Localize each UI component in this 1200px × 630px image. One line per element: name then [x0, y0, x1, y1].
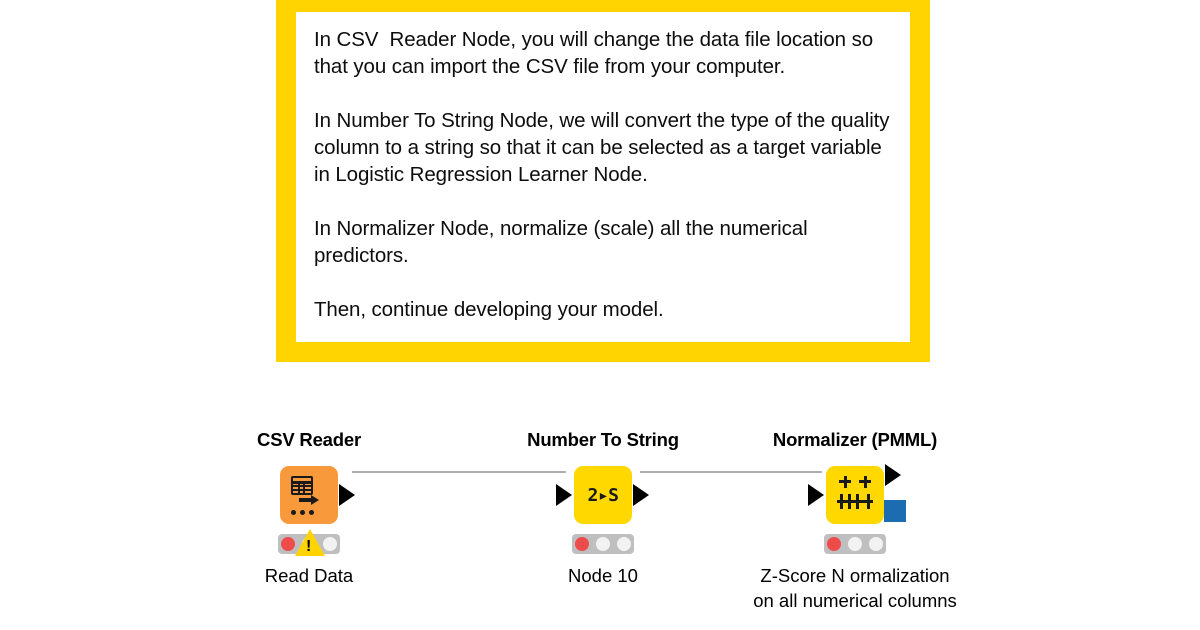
node-caption-csv-reader: Read Data — [264, 565, 354, 586]
input-port-data-normalizer[interactable] — [808, 484, 824, 506]
status-bar-normalizer — [824, 534, 886, 554]
normalizer-scale-icon — [826, 466, 884, 524]
status-light-green — [616, 537, 631, 551]
node-body-csv-reader — [194, 466, 424, 524]
instruction-text-panel: In CSV Reader Node, you will change the … — [296, 12, 910, 342]
input-port-data-number-to-string[interactable] — [556, 484, 572, 506]
output-port-data-number-to-string[interactable] — [633, 484, 649, 506]
workflow-canvas: CSV Reader ! Read Data Number To String — [0, 420, 1200, 630]
instruction-paragraph-1: In CSV Reader Node, you will change the … — [314, 28, 879, 78]
node-body-number-to-string: 2▸S — [488, 466, 718, 524]
node-chip-number-to-string[interactable]: 2▸S — [556, 466, 649, 524]
output-port-pmml-model-normalizer[interactable] — [884, 500, 906, 522]
instruction-callout-box: In CSV Reader Node, you will change the … — [276, 0, 930, 362]
status-light-yellow — [595, 537, 610, 551]
status-light-green — [322, 537, 337, 551]
workflow-node-number-to-string[interactable]: Number To String 2▸S Node 10 — [488, 428, 718, 588]
status-light-green — [868, 537, 883, 551]
connector-csv-to-number — [352, 471, 566, 473]
workflow-node-normalizer[interactable]: Normalizer (PMML) Z — [740, 428, 970, 613]
node-title-normalizer: Normalizer (PMML) — [772, 429, 938, 450]
node-caption-number-to-string: Node 10 — [568, 565, 638, 586]
node-body-normalizer — [740, 464, 970, 524]
output-port-data-csv-reader[interactable] — [339, 484, 355, 506]
csv-table-arrow-icon — [280, 466, 338, 524]
instruction-paragraph-3: In Normalizer Node, normalize (scale) al… — [314, 217, 814, 267]
status-light-yellow — [847, 537, 862, 551]
instruction-paragraph-2: In Number To String Node, we will conver… — [314, 109, 895, 186]
number-to-string-icon: 2▸S — [587, 484, 619, 506]
status-bar-csv-reader: ! — [278, 529, 340, 556]
workflow-node-csv-reader[interactable]: CSV Reader ! Read Data — [194, 428, 424, 588]
status-light-red — [575, 537, 590, 551]
warning-triangle-icon — [295, 529, 325, 556]
node-caption-normalizer: Z-Score N ormalization on all numerical … — [753, 565, 957, 611]
status-light-red — [827, 537, 842, 551]
instruction-paragraph-4: Then, continue developing your model. — [314, 298, 664, 321]
output-port-data-normalizer[interactable] — [885, 464, 901, 486]
connector-number-to-normalizer — [640, 471, 822, 473]
warning-exclamation-glyph: ! — [306, 538, 312, 555]
node-chip-normalizer[interactable] — [808, 464, 906, 524]
node-title-csv-reader: CSV Reader — [257, 429, 361, 450]
status-light-red — [281, 537, 296, 551]
status-bar-number-to-string — [572, 534, 634, 554]
node-title-number-to-string: Number To String — [527, 429, 679, 450]
node-chip-csv-reader[interactable] — [280, 466, 355, 524]
